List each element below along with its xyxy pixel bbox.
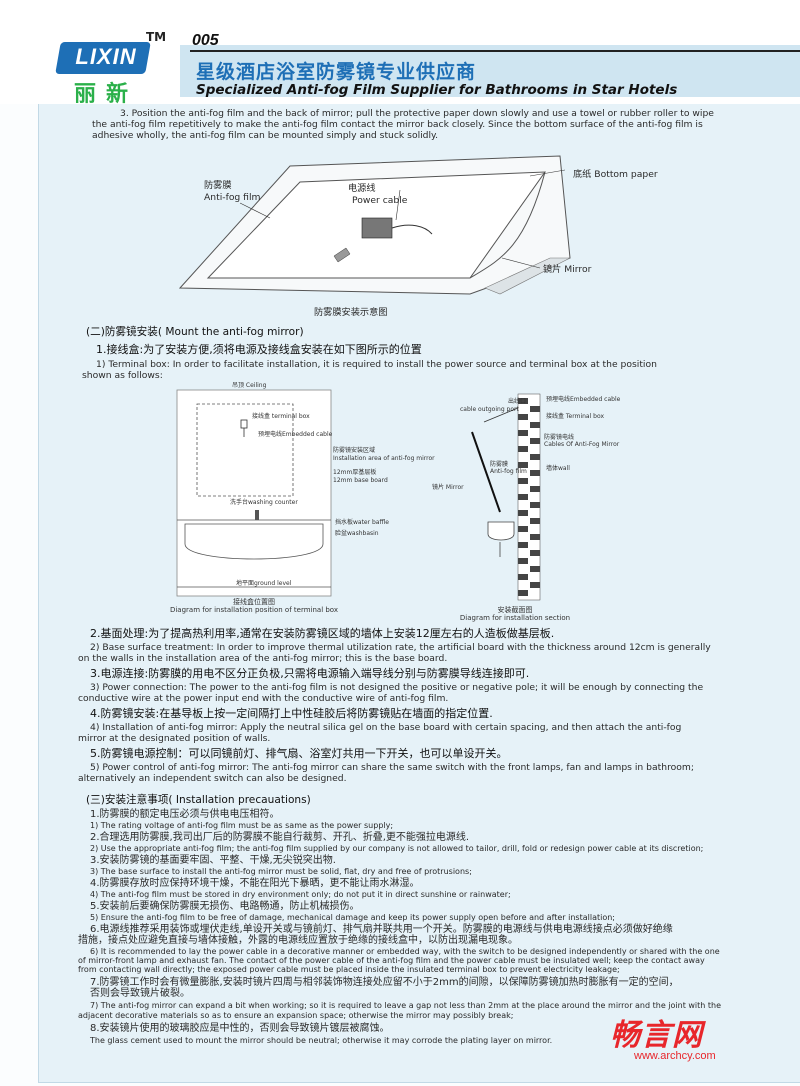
section2-item1-en-2: shown as follows:	[82, 370, 163, 381]
step2-cn: 2.基面处理:为了提高热利用率,通常在安装防雾镜区域的墙体上安装12厘左右的人造…	[90, 627, 555, 640]
diagram3-outlet-cn: 出线口	[508, 398, 527, 405]
diagram3-terminal-box: 接线盒 Terminal box	[546, 413, 605, 420]
diagram2-terminal-box: 接线盒 terminal box	[252, 413, 310, 420]
diagram2-washbasin: 脸盆washbasin	[335, 530, 379, 537]
diagram2-base-board-en: 12mm base board	[333, 477, 388, 484]
precaution7-en-2: adjacent decorative materials so as to e…	[78, 1011, 514, 1020]
diagram2-caption-cn: 接线盒位置图	[233, 598, 275, 606]
diagram3-film-cn: 防雾膜	[490, 461, 509, 468]
step4-en-2: mirror at the designated position of wal…	[78, 733, 271, 744]
diagram3-embedded-cable: 预埋电线Embedded cable	[546, 396, 621, 403]
diagram3-film-en: Anti-fog film	[490, 468, 527, 475]
step2-en-1: 2) Base surface treatment: In order to i…	[90, 642, 711, 653]
step4-cn: 4.防雾镜安装:在基导板上按一定间隔打上中性硅胶后将防雾镜贴在墙面的指定位置.	[90, 707, 493, 720]
step2-en-2: on the walls in the installation area of…	[78, 653, 448, 664]
diagram2-install-area-en: Installation area of anti-fog mirror	[333, 455, 435, 462]
precaution6-en-1: 6) It is recommended to lay the power ca…	[90, 947, 720, 956]
diagram3-caption-cn: 安装截面图	[497, 606, 533, 614]
diagram2-embedded-cable: 预埋电线Embedded cable	[258, 431, 333, 438]
step5-en-1: 5) Power control of anti-fog mirror: The…	[90, 762, 694, 773]
diagram1-caption: 防雾膜安装示意图	[314, 307, 388, 318]
page-title-en: Specialized Anti-fog Film Supplier for B…	[196, 82, 678, 98]
precaution7-cn-2: 否则会导致镜片破裂。	[90, 988, 190, 999]
precaution5-cn: 5.安装前后要确保防雾膜无损伤、电路畅通，防止机械损伤。	[90, 901, 360, 912]
precaution6-cn-2: 措施，接点处应避免直接与墙体接触，外露的电源线应置放于绝缘的接线盒中，以防出现漏…	[78, 935, 518, 946]
diagram3-mirror: 镜片 Mirror	[432, 484, 464, 491]
diagram2-counter: 洗手台washing counter	[230, 499, 298, 506]
diagram1-bottom-paper: 底纸 Bottom paper	[573, 169, 658, 180]
page-title-cn: 星级酒店浴室防雾镜专业供应商	[196, 61, 477, 83]
precaution7-cn-1: 7.防雾镜工作时会有微量膨胀,安装时镜片四周与相邻装饰物连接处应留不小于2mm的…	[90, 977, 679, 988]
diagram1-mirror: 镜片 Mirror	[543, 264, 592, 275]
precaution6-cn-1: 6.电源线推荐采用装饰或埋伏走线,单设开关或与镜前灯、排气扇并联共用一个开关。防…	[90, 924, 673, 935]
precaution4-en: 4) The anti-fog film must be stored in d…	[90, 890, 511, 899]
diagram3-caption-en: Diagram for installation section	[459, 614, 571, 622]
logo-text: LIXIN	[75, 44, 137, 69]
logo-cn: 丽新	[73, 82, 138, 107]
diagram3-outlet-en: cable outgoing port	[460, 406, 519, 413]
diagram3-cables-en: Cables Of Anti-Fog Mirror	[544, 441, 620, 448]
installation-section-diagram	[471, 393, 541, 601]
step5-en-2: alternatively an independent switch can …	[78, 773, 347, 784]
precaution8-cn: 8.安装镜片使用的玻璃胶应是中性的，否则会导致镜片镀层被腐蚀。	[90, 1023, 390, 1034]
precaution1-en: 1) The rating voltage of anti-fog film m…	[90, 821, 394, 830]
section2-item1-en-1: 1) Terminal box: In order to facilitate …	[96, 359, 657, 370]
section2-item1-cn: 1.接线盒:为了安装方便,须将电源及接线盒安装在如下图所示的位置	[96, 343, 422, 356]
section2-heading: (二)防雾镜安装( Mount the anti-fog mirror)	[86, 326, 304, 338]
logo: LIXIN 丽新	[55, 30, 151, 107]
watermark-logo: 畅言网	[610, 1018, 703, 1053]
step4-en-1: 4) Installation of anti-fog mirror: Appl…	[90, 722, 682, 733]
step3-en-1: 3) Power connection: The power to the an…	[90, 682, 704, 693]
diagram2-install-area-cn: 防雾镜安装区域	[333, 447, 376, 454]
watermark: 畅言网 www.archcy.com	[610, 1010, 780, 1070]
precaution2-cn: 2.合理选用防雾膜,我司出厂后的防雾膜不能自行裁剪、开孔、折叠,更不能强拉电源线…	[90, 832, 470, 843]
diagram1-cable-en: Power cable	[352, 195, 408, 206]
precaution6-en-2: of mirror-front lamp and exhaust fan. Th…	[78, 956, 705, 965]
step3-cn: 3.电源连接:防雾膜的用电不区分正负极,只需将电源输入端导线分别与防雾膜导线连接…	[90, 667, 530, 680]
diagram2-ground: 地平面ground level	[236, 580, 292, 587]
step3-en-2: conductive wire at the power input end w…	[78, 693, 449, 704]
header-rule	[190, 50, 800, 52]
watermark-url: www.archcy.com	[634, 1050, 716, 1062]
precaution8-en: The glass cement used to mount the mirro…	[90, 1036, 553, 1045]
diagram2-caption-en: Diagram for installation position of ter…	[169, 606, 339, 614]
precaution4-cn: 4.防雾膜存放时应保持环境干燥，不能在阳光下暴晒，更不能让雨水淋湿。	[90, 878, 420, 889]
precaution1-cn: 1.防雾膜的额定电压必须与供电电压相符。	[90, 809, 280, 820]
page-number: 005	[192, 32, 219, 49]
precaution3-cn: 3.安装防雾镜的基面要牢固、平整、干燥,无尖锐突出物.	[90, 855, 336, 866]
diagram3-cables-cn: 防雾镜电线	[544, 434, 575, 441]
diagram1-film-en: Anti-fog film	[204, 192, 261, 203]
diagram2-ceiling: 吊顶 Ceiling	[232, 382, 267, 389]
precaution3-en: 3) The base surface to install the anti-…	[90, 867, 472, 876]
precaution5-en: 5) Ensure the anti-fog film to be free o…	[90, 913, 615, 922]
trademark: TM	[146, 30, 167, 44]
section3-heading: (三)安装注意事项( Installation precauations)	[86, 794, 311, 806]
step3-line-2: the anti-fog film repetitively to make t…	[92, 119, 703, 130]
precaution6-en-3: from contacting wall directly; the expos…	[78, 965, 620, 974]
header: LIXIN 丽新 TM 005 星级酒店浴室防雾镜专业供应商 Specializ…	[0, 0, 800, 107]
diagram1-film-cn: 防雾膜	[204, 180, 232, 191]
terminal-box-position-diagram	[176, 389, 332, 597]
diagram1-cable-cn: 电源线	[348, 183, 376, 194]
diagram2-baffle: 挡水板water baffle	[335, 519, 389, 526]
film-install-diagram	[178, 155, 571, 295]
diagram3-wall: 墙体wall	[546, 465, 570, 472]
step3-line-3: adhesive wholly, the anti-fog film can b…	[92, 130, 439, 141]
header-band	[180, 45, 800, 97]
diagram2-base-board-cn: 12mm厚基层板	[333, 469, 377, 476]
step3-line-1: 3. Position the anti-fog film and the ba…	[120, 108, 714, 119]
precaution7-en-1: 7) The anti-fog mirror can expand a bit …	[90, 1001, 722, 1010]
precaution2-en: 2) Use the appropriate anti-fog film; th…	[90, 844, 704, 853]
step5-cn: 5.防雾镜电源控制：可以同镜前灯、排气扇、浴室灯共用一下开关，也可以单设开关。	[90, 747, 508, 760]
